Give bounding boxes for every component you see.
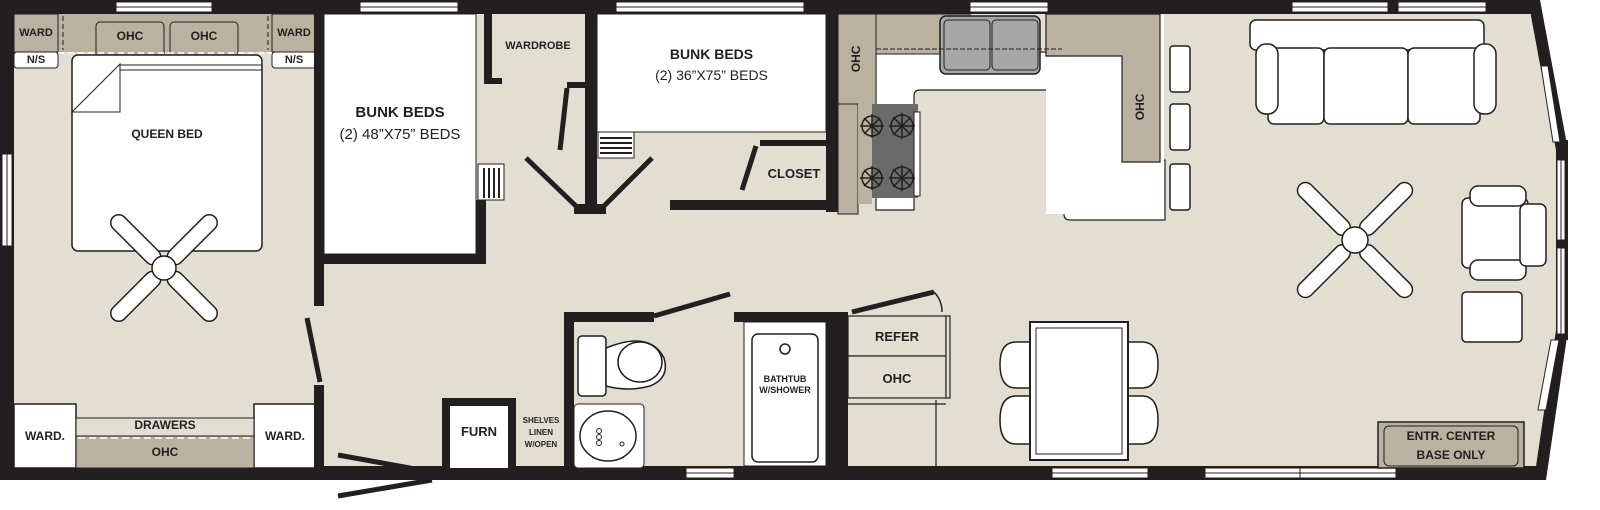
label-shelves: SHELVES [522, 416, 560, 425]
entertainment-center [1377, 421, 1525, 469]
label-refer: REFER [874, 329, 920, 344]
bunk-bed-48x75 [323, 13, 477, 255]
label-drawers: DRAWERS [134, 418, 196, 432]
armchair [1461, 185, 1547, 281]
label-ward-left: WARD [19, 27, 53, 39]
label-ward-bottom-left: WARD. [25, 429, 65, 443]
label-wardrobe: WARDROBE [505, 40, 571, 52]
dining-table [999, 321, 1159, 461]
toilet-icon [577, 335, 667, 397]
refrigerator [847, 315, 951, 468]
label-ohc-bed-left: OHC [116, 29, 144, 43]
furnace [450, 406, 508, 468]
label-ohc-kitchen-left: OHC [849, 45, 864, 73]
label-bathtub: BATHTUB [763, 374, 807, 384]
ceiling-fan-icon [109, 213, 219, 323]
label-nightstand-left: N/S [26, 54, 46, 66]
ceiling-fan-icon [1296, 181, 1414, 299]
doors[interactable] [304, 87, 935, 499]
label-ohc-kitchen-right: OHC [1133, 93, 1148, 121]
burner-icons [860, 113, 915, 191]
label-ohc-drawers: OHC [151, 445, 179, 459]
label-ward-right: WARD [277, 27, 311, 39]
label-bunk-beds-2: BUNK BEDS [669, 46, 754, 62]
bathtub [743, 321, 827, 467]
label-bunk-size-2: (2) 36”X75” BEDS [655, 67, 768, 83]
bar-stool-icons [1169, 45, 1191, 211]
master-bedroom [13, 13, 317, 469]
label-queen-bed: QUEEN BED [131, 127, 203, 141]
bunk-bed-36x75 [596, 13, 827, 133]
label-ohc-refer: OHC [882, 371, 912, 386]
end-table [1461, 291, 1523, 343]
label-entertainment-center: ENTR. CENTER [1406, 429, 1496, 443]
label-ohc-bed-right: OHC [190, 29, 218, 43]
ladder-icon [597, 131, 635, 159]
sink-icon [573, 403, 645, 469]
label-bunk-size-1: (2) 48”X75” BEDS [339, 126, 461, 143]
sofa [1249, 19, 1497, 125]
label-closet: CLOSET [767, 166, 821, 181]
label-ward-bottom-right: WARD. [265, 429, 305, 443]
label-w-open: W/OPEN [524, 440, 558, 449]
label-with-shower: W/SHOWER [759, 385, 811, 395]
label-furnace: FURN [460, 424, 498, 439]
kitchen [837, 13, 1166, 221]
label-linen: LINEN [529, 428, 553, 437]
label-base-only: BASE ONLY [1416, 448, 1486, 462]
label-bunk-beds-1: BUNK BEDS [355, 104, 445, 121]
ladder-icon [477, 163, 505, 201]
label-nightstand-right: N/S [284, 54, 304, 66]
